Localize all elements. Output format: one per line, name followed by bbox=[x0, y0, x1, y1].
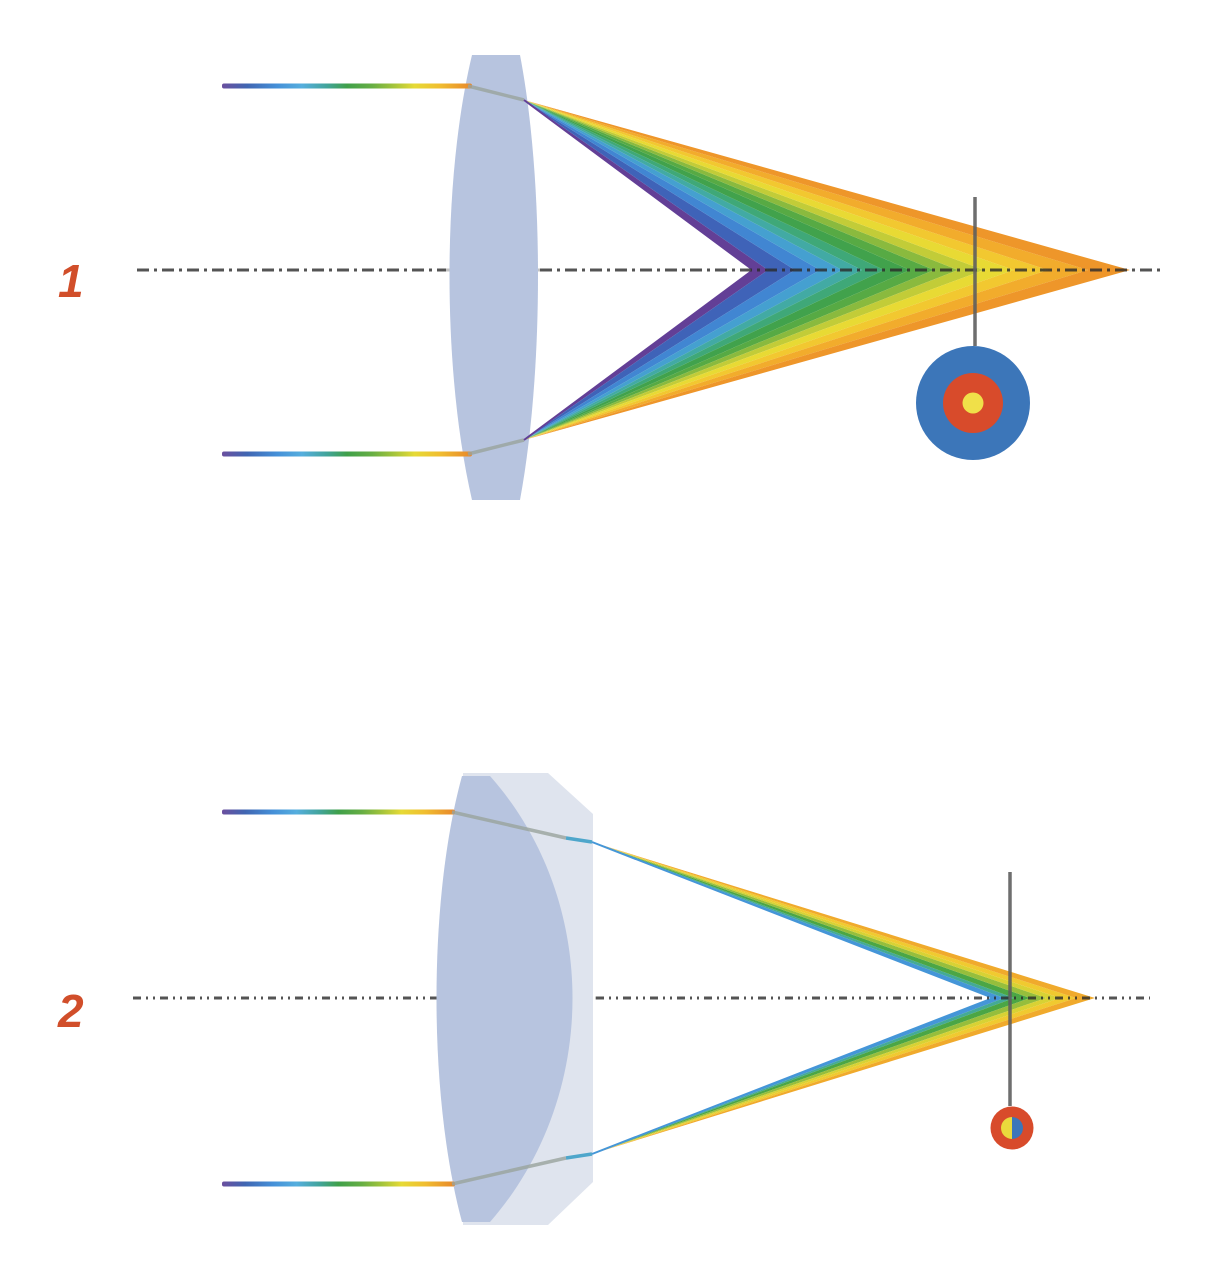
ray-wedge bbox=[592, 998, 1095, 1154]
lens-1-biconvex-element bbox=[449, 55, 538, 500]
innermost-ray-edge bbox=[591, 997, 994, 1155]
in-glass-ray-top-1 bbox=[467, 84, 525, 102]
ray-wedge bbox=[524, 270, 1130, 440]
spot2-left-half-yellow bbox=[1001, 1117, 1012, 1139]
incoming-ray-top-1 bbox=[222, 83, 472, 89]
diagram-1-single-lens: 1 bbox=[58, 55, 1163, 500]
diagram-2-achromatic-doublet: 2 bbox=[57, 773, 1150, 1225]
incoming-ray-top-2 bbox=[222, 809, 455, 815]
lens1-lower-fan bbox=[523, 269, 1130, 441]
focal-spot-diagram-1 bbox=[916, 346, 1030, 460]
innermost-ray-edge bbox=[523, 269, 754, 441]
incoming-ray-bottom-2 bbox=[222, 1181, 455, 1187]
lens2-upper-fan bbox=[591, 841, 1095, 999]
in-glass-ray-bottom-2 bbox=[451, 1156, 567, 1186]
innermost-ray-edge bbox=[591, 841, 994, 999]
lens1-upper-fan bbox=[523, 99, 1130, 271]
lens2-lower-fan bbox=[591, 997, 1095, 1155]
diagram-1-label: 1 bbox=[58, 255, 84, 307]
diagram-2-label: 2 bbox=[57, 985, 84, 1037]
in-flint-ray-bottom-2 bbox=[565, 1152, 593, 1160]
ray-wedge bbox=[524, 100, 1130, 270]
incoming-ray-bottom-1 bbox=[222, 451, 472, 457]
in-flint-ray-top-2 bbox=[565, 836, 593, 844]
ray-wedge bbox=[592, 842, 1095, 998]
innermost-ray-edge bbox=[523, 99, 754, 271]
in-glass-ray-bottom-1 bbox=[467, 438, 525, 456]
in-glass-ray-top-2 bbox=[451, 810, 567, 840]
spot1-center-yellow-circle bbox=[962, 392, 984, 414]
spot2-right-half-blue bbox=[1012, 1117, 1023, 1139]
focal-spot-diagram-2 bbox=[990, 1106, 1034, 1150]
lens-2-crown-element bbox=[436, 776, 573, 1222]
